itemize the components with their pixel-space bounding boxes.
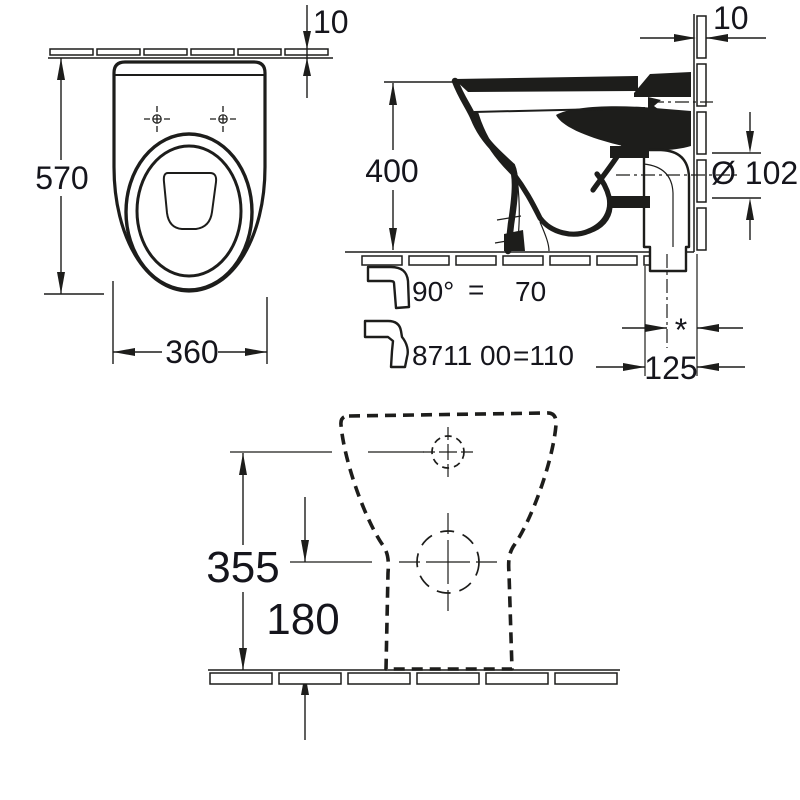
dim-outlet-height: 180 — [266, 497, 340, 740]
elbow-90-icon — [366, 265, 411, 310]
dim-width: 360 — [112, 281, 268, 370]
dim-wall-tile-thickness: 10 — [640, 0, 766, 42]
outlet-elbow — [642, 148, 691, 273]
depth-label: 570 — [35, 160, 88, 196]
dim-height: 400 — [365, 81, 457, 250]
pedestal-inner-line-2 — [539, 221, 550, 252]
outlet-diameter-label: Ø 102 — [711, 155, 798, 191]
outlet-offset-label: 125 — [644, 350, 697, 386]
supply-crosshair — [423, 427, 473, 477]
outlet-spigot-top — [610, 146, 649, 158]
water-surface — [162, 172, 218, 230]
elbow-offset-icon — [363, 319, 409, 369]
wall-tiles-vertical — [696, 15, 707, 251]
dim-depth: 570 — [35, 58, 104, 295]
seat-outer-ring — [124, 132, 254, 292]
legend-offset-value: =110 — [513, 340, 574, 371]
bowl-inner-wall — [473, 111, 613, 237]
dim-outlet-diameter: Ø 102 — [711, 112, 798, 240]
variable-mark-label: * — [675, 312, 687, 348]
width-label: 360 — [165, 334, 218, 370]
legend-offset-label: 8711 00 — [412, 340, 511, 371]
fixing-height-label: 355 — [206, 543, 279, 592]
foot-section — [504, 230, 525, 251]
seat-inner-ring — [135, 144, 243, 278]
plan-view: 10 570 — [35, 4, 348, 370]
wc-cross-section — [451, 72, 691, 273]
hinge-crosshair-left — [144, 106, 170, 132]
rim-inner-line — [473, 107, 646, 113]
outlet-height-label: 180 — [266, 595, 339, 644]
wc-silhouette-dashed — [339, 411, 558, 671]
hinge-crosshair-right — [210, 106, 236, 132]
sump-weir — [586, 197, 613, 234]
legend-90-value: 70 — [515, 276, 546, 307]
dim-tile-thickness: 10 — [303, 4, 349, 98]
trap-section-mass — [556, 106, 691, 151]
outlet-spigot-bottom — [610, 196, 650, 208]
outlet-legend: 90° = 70 8711 00 =110 — [363, 265, 574, 371]
rear-view: 355 180 — [206, 411, 620, 740]
tile-thickness-label: 10 — [313, 4, 349, 40]
dim-fixing-height: 355 — [206, 453, 280, 670]
side-view: 10 — [345, 0, 798, 386]
dim-outlet-offset: 125 — [596, 266, 745, 386]
floor-tiles — [361, 255, 685, 266]
dim-variable-distance: * — [622, 254, 743, 376]
height-label: 400 — [365, 153, 418, 189]
wall-tiles — [49, 48, 329, 56]
rear-floor-tiles — [209, 672, 618, 685]
wall-tile-thickness-label: 10 — [713, 0, 749, 36]
rim-top — [454, 76, 638, 92]
legend-90-label: 90° — [412, 276, 454, 307]
rim-wall-bracket — [634, 72, 691, 97]
legend-90-equals: = — [468, 274, 484, 305]
outlet-crosshair — [399, 513, 497, 611]
